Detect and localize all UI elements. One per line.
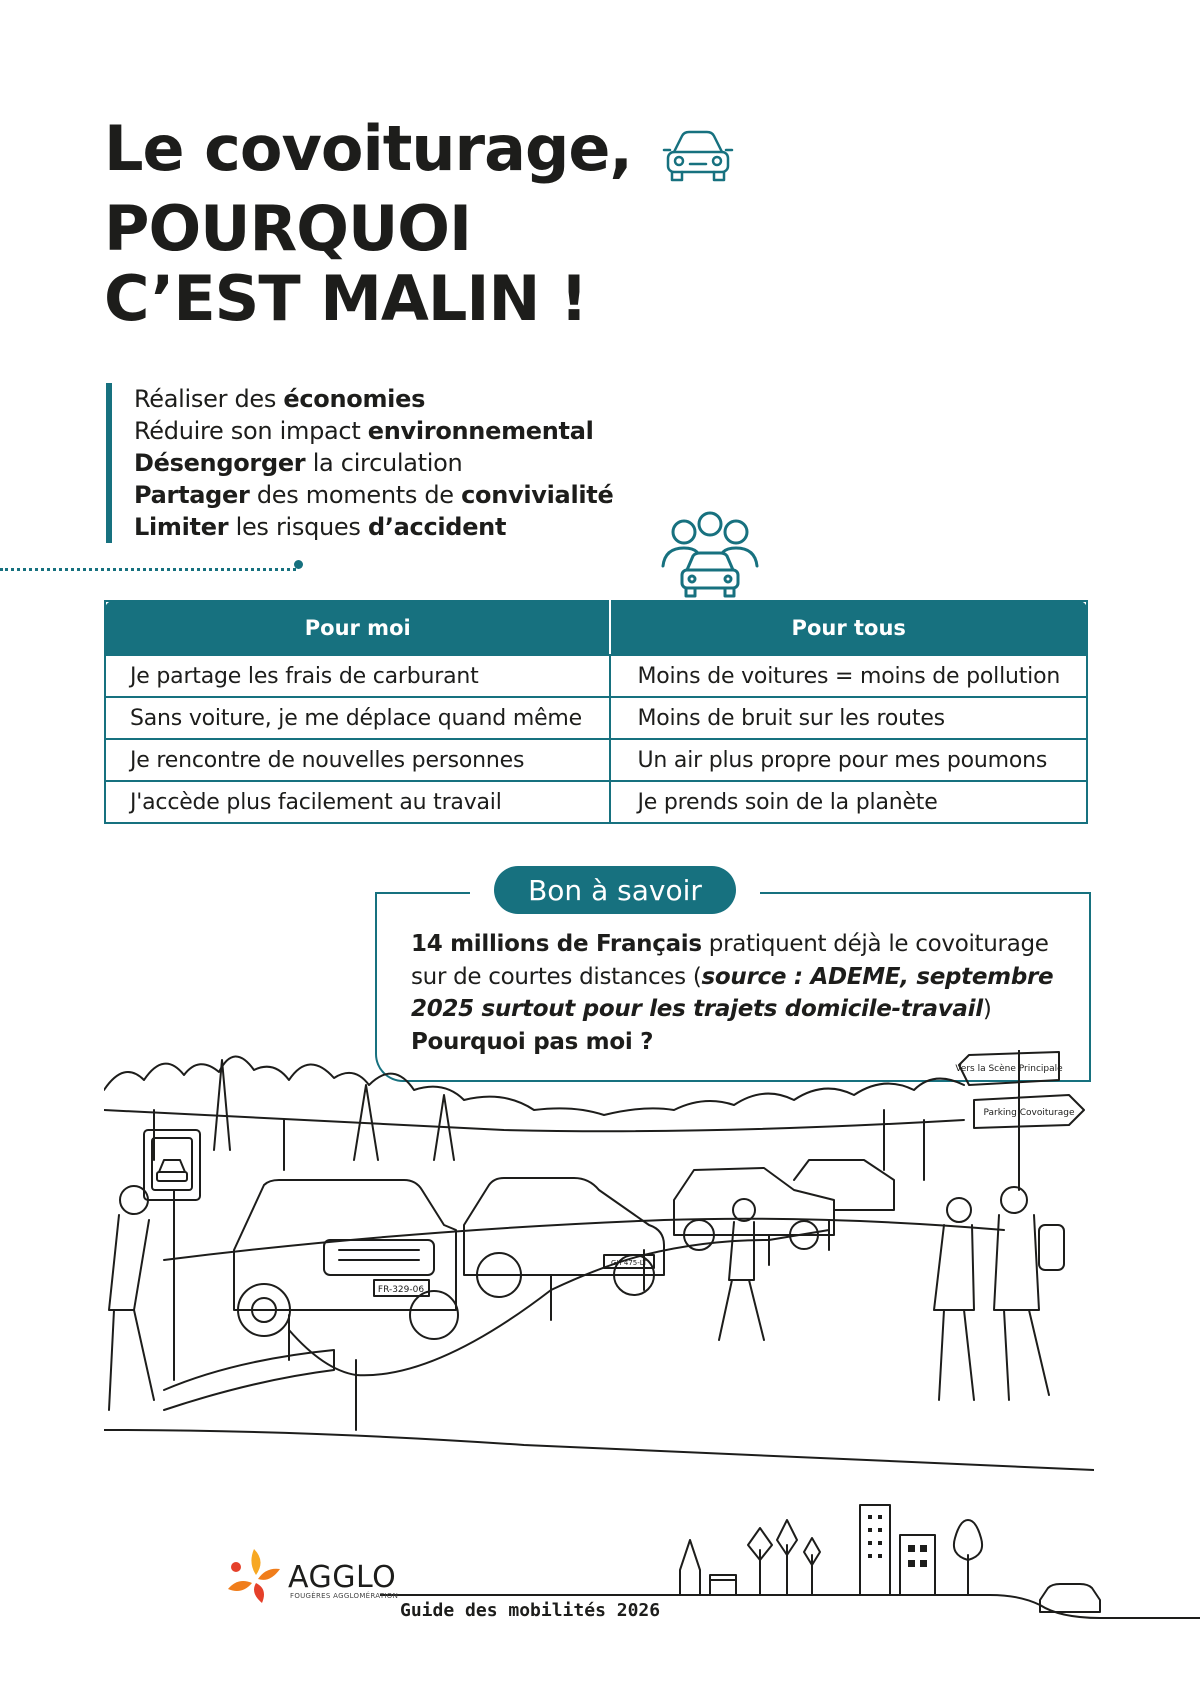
benefit-item: Limiter les risques d’accident [134, 513, 507, 541]
benefit-item: Réaliser des économies [134, 385, 426, 413]
logo-subtitle: FOUGÈRES AGGLOMÉRATION [290, 1592, 399, 1600]
dotted-divider [0, 568, 296, 571]
divider-dot [294, 560, 303, 569]
comparison-table: Pour moi Pour tous Je partage les frais … [103, 600, 1088, 824]
title-line-2: POURQUOI [104, 192, 472, 265]
table-cell: Sans voiture, je me déplace quand même [103, 696, 612, 740]
license-plate: FR-329-06 [378, 1285, 424, 1295]
table-cell: Je rencontre de nouvelles personnes [103, 738, 612, 782]
table-cell: J'accède plus facilement au travail [103, 780, 612, 824]
table-row: Je rencontre de nouvelles personnes Un a… [103, 738, 1088, 782]
tip-box-frame [375, 892, 1091, 1082]
benefits-list: Réaliser des économies Réduire son impac… [106, 383, 734, 543]
sign-parking: Parking Covoiturage [983, 1108, 1075, 1118]
table-cell: Moins de bruit sur les routes [609, 696, 1088, 740]
benefit-item: Partager des moments de convivialité [134, 481, 614, 509]
car-icon [662, 130, 734, 182]
footer-skyline-illustration [380, 1504, 1200, 1619]
tip-text: 14 millions de Français pratiquent déjà … [411, 931, 1054, 1055]
title-line-1: Le covoiturage, [104, 112, 633, 185]
table-cell: Un air plus propre pour mes poumons [609, 738, 1088, 782]
table-cell: Moins de voitures = moins de pollution [609, 654, 1088, 698]
guide-label: Guide des mobilités 2026 [400, 1600, 661, 1621]
title-line-3: C’EST MALIN ! [104, 262, 588, 335]
column-header-pour-moi: Pour moi [103, 600, 612, 656]
table-row: Je partage les frais de carburant Moins … [103, 654, 1088, 698]
benefit-item: Réduire son impact environnemental [134, 417, 594, 445]
table-cell: Je prends soin de la planète [609, 780, 1088, 824]
carpool-parking-illustration: Vers la Scène Principale Parking Covoitu… [104, 1050, 1094, 1471]
tip-badge: Bon à savoir [494, 866, 736, 914]
benefit-item: Désengorger la circulation [134, 449, 463, 477]
tip-box-top-border [760, 892, 1089, 894]
license-plate: GH 475-LT [611, 1259, 648, 1267]
table-row: J'accède plus facilement au travail Je p… [103, 780, 1088, 824]
tip-box-top-border [375, 892, 470, 894]
agglo-logo-mark [228, 1549, 280, 1603]
table-cell: Je partage les frais de carburant [103, 654, 612, 698]
logo-name: AGGLO [288, 1560, 397, 1595]
sign-scene: Vers la Scène Principale [955, 1063, 1063, 1074]
tip-question: Pourquoi pas moi ? [411, 1028, 654, 1055]
column-header-pour-tous: Pour tous [609, 600, 1088, 656]
table-row: Sans voiture, je me déplace quand même M… [103, 696, 1088, 740]
carpool-group-icon [661, 511, 759, 598]
